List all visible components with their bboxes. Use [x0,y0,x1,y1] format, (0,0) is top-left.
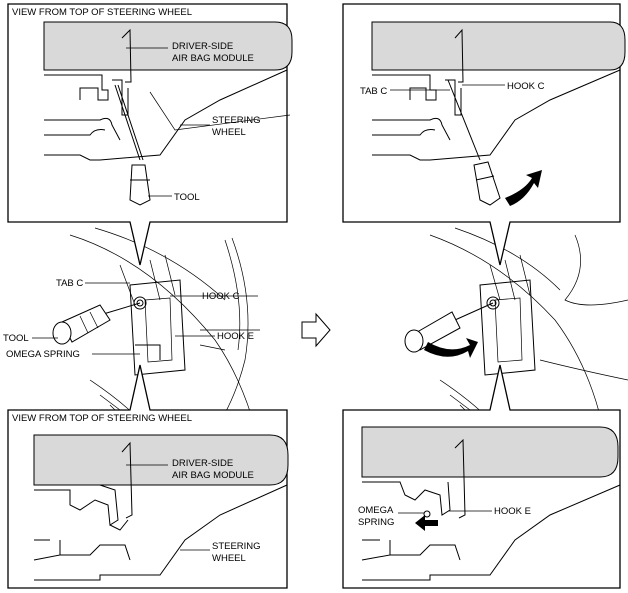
br-hook-label: HOOK E [494,506,531,517]
mid-hook-e-label: HOOK E [217,331,254,342]
bl-module-label-line1: DRIVER-SIDE [172,458,233,469]
bl-wheel-label-line2: WHEEL [212,553,246,564]
bl-module-label-line2: AIR BAG MODULE [172,470,254,481]
tr-hook-label: HOOK C [507,81,545,92]
top-right-callout [342,3,626,266]
br-omega-label-line2: SPRING [358,517,394,528]
next-step-arrow-icon [301,312,331,348]
rotate-arrow-icon [424,338,478,358]
tl-module-label-line2: AIR BAG MODULE [172,53,254,64]
tr-tab-label: TAB C [360,86,387,97]
bottom-left-title: VIEW FROM TOP OF STEERING WHEEL [12,413,192,424]
top-left-callout [7,3,293,266]
top-left-title: VIEW FROM TOP OF STEERING WHEEL [12,7,192,18]
pry-direction-arrow-icon [505,170,542,206]
left-assembly-view [52,227,266,471]
spring-release-arrow-icon [415,515,438,531]
mid-tool-label: TOOL [3,333,29,344]
mid-tab-label: TAB C [56,278,83,289]
br-omega-label-line1: OMEGA [358,505,394,516]
tl-module-label-line1: DRIVER-SIDE [172,41,233,52]
mid-omega-label: OMEGA SPRING [6,349,80,360]
bl-wheel-label-line1: STEERING [212,541,261,552]
mid-hook-c-label: HOOK C [202,291,240,302]
leader-lines [32,47,505,551]
tl-wheel-label-line2: WHEEL [212,127,246,138]
bottom-left-callout [7,364,289,589]
tl-wheel-label-line1: STEERING [212,115,261,126]
bottom-right-callout [342,364,621,589]
tl-tool-label: TOOL [174,192,200,203]
